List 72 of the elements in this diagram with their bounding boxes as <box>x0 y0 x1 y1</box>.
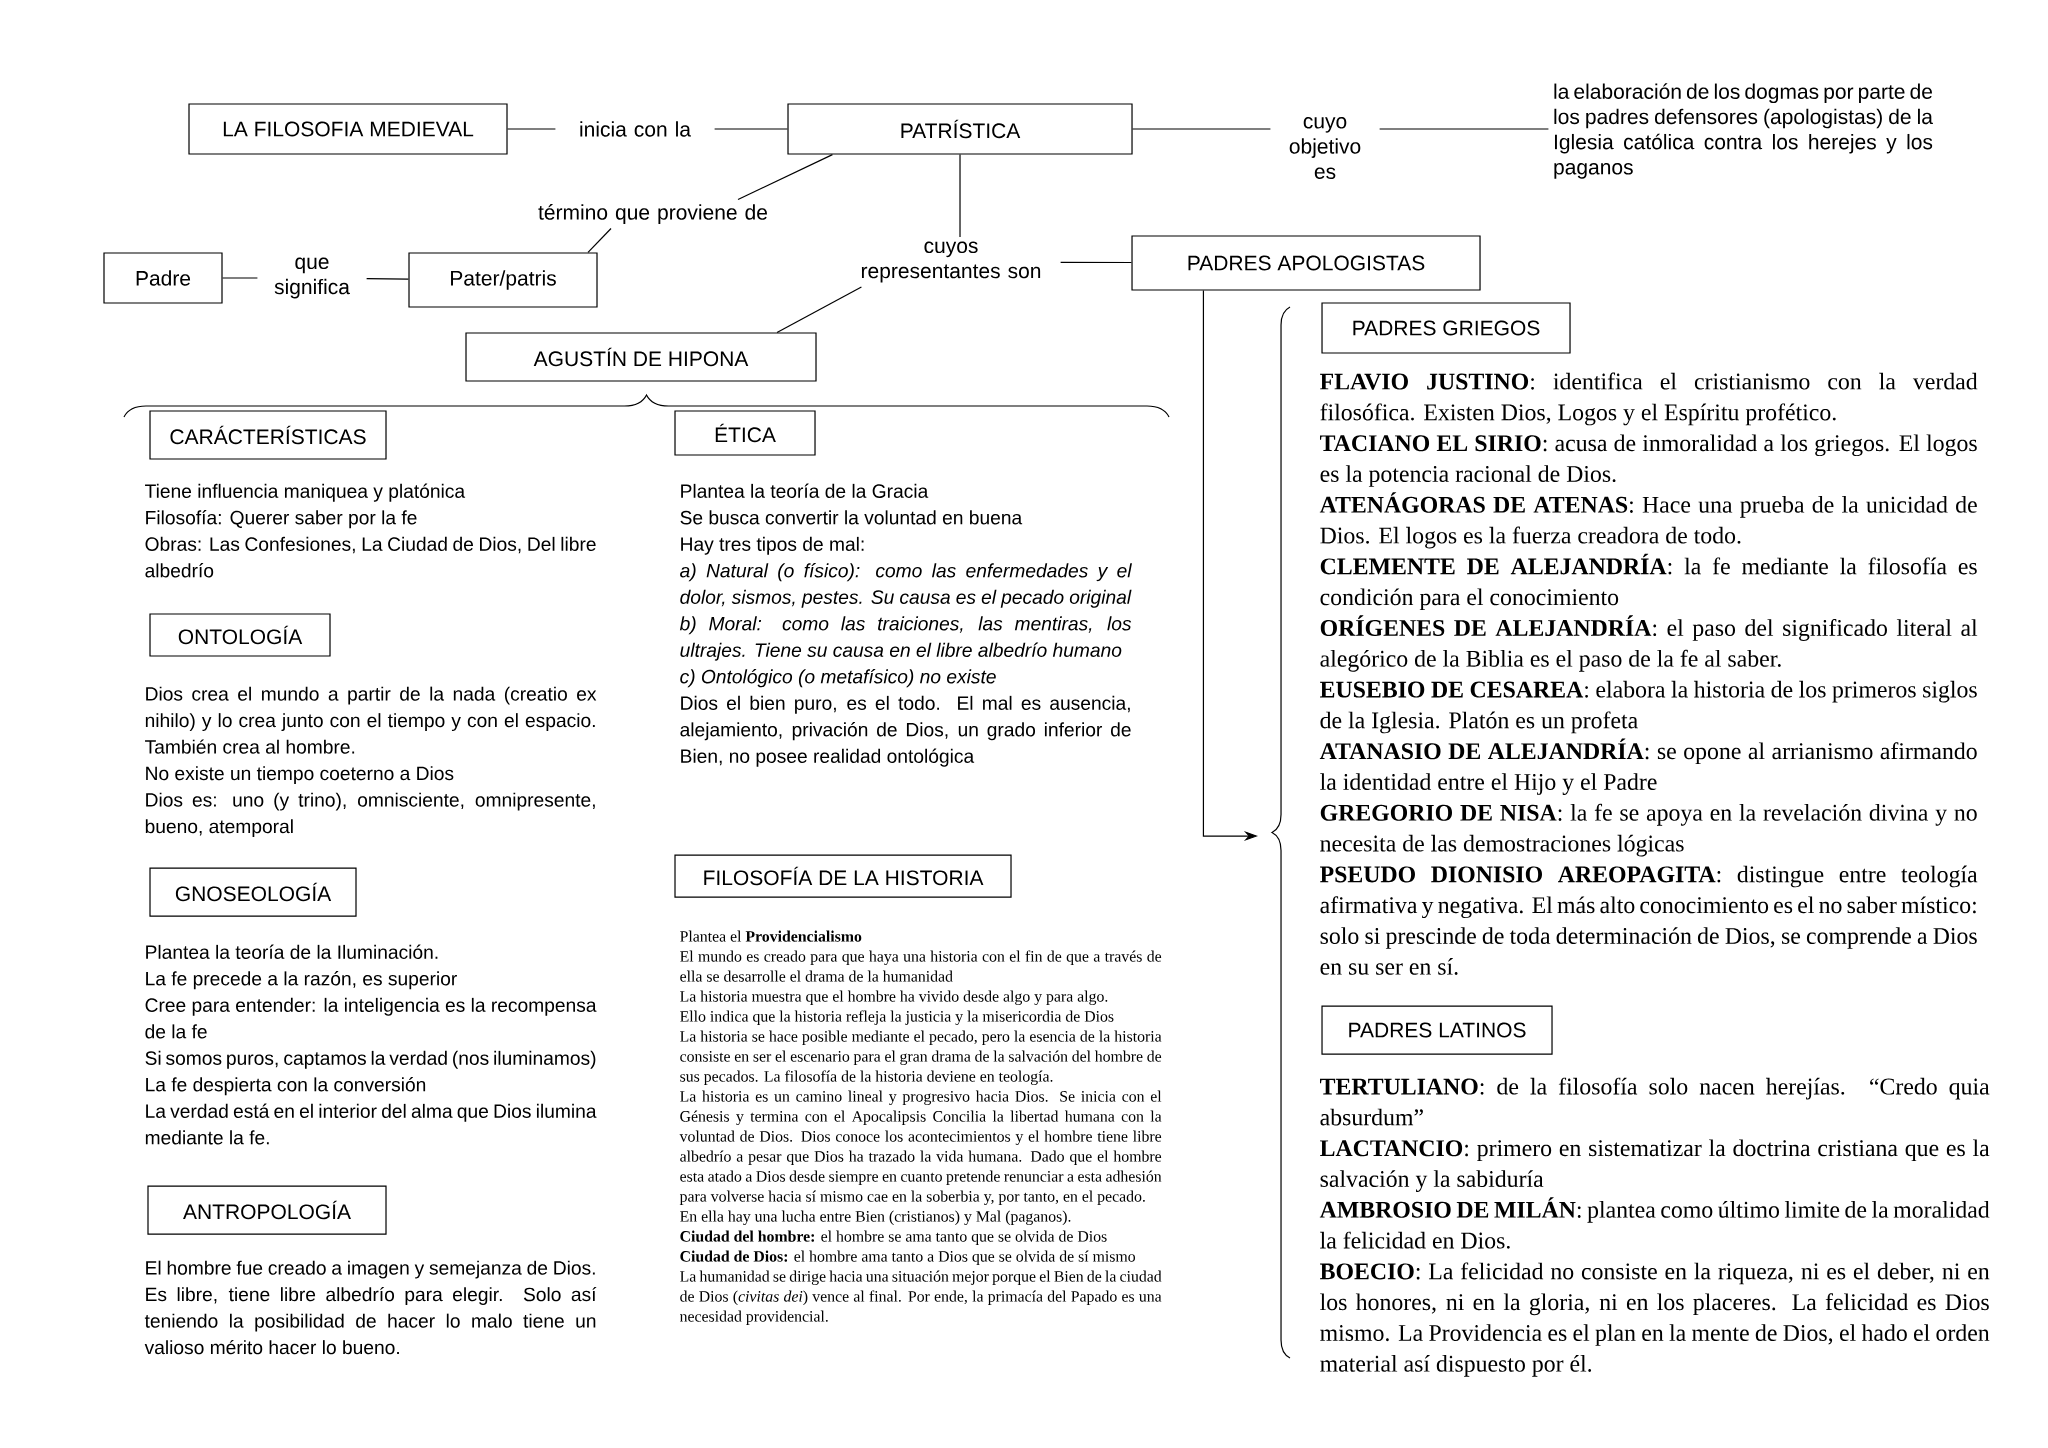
body-text: TERTULIANO: de la filosofía solo nacen herejías. “Credo quia absurdum” <box>1320 1077 1990 1126</box>
body-text: ORÍGENES DE ALEJANDRÍA: el paso del significado literal al alegórico de la Biblia es el paso de la fe al saber. <box>1320 615 1978 672</box>
linking-text: término que proviene de <box>538 204 767 224</box>
body-text: Si somos puros, captamos la verdad (nos iluminamos) <box>145 1050 596 1069</box>
body-text: No existe un tiempo coeterno a Dios <box>146 766 454 784</box>
concept-box: LA FILOSOFIA MEDIEVAL <box>188 103 508 155</box>
concept-box: ANTROPOLOGÍA <box>147 1185 387 1235</box>
concept-box: PADRES LATINOS <box>1321 1005 1553 1055</box>
linking-text: que significa <box>274 257 350 299</box>
body-text: En ella hay una lucha entre Bien (cristianos) y Mal (paganos). <box>680 1210 1071 1225</box>
connector-line <box>587 227 612 253</box>
body-text: Ciudad del hombre: el hombre se ama tanto que se olvida de Dios <box>680 1230 1107 1245</box>
body-text: AMBROSIO DE MILÁN: plantea como último limite de la moralidad la felicidad en Dios. <box>1319 1197 1990 1249</box>
linking-text: cuyos representantes son <box>861 241 1041 283</box>
body-text: La historia es un camino lineal y progresivo hacia Dios. Se inicia con el Génesis y termina con el Apocalipsis Concilia la libertad humana con la voluntad de Dios. Dios conoce los acontecimientos y el hombre tiene libre albedrío a pesar que Dios ha trazado la vida humana. Dado que el hombre esta atado a Dios desde siempre en cuanto pretende renunciar a esta adhesión para volverse hacia sí mismo cae en la soberbia y, por tanto, en el pecado. <box>679 1090 1162 1205</box>
body-text: BOECIO: La felicidad no consiste en la riqueza, ni es el deber, ni en los honores, ni en la gloria, ni en los placeres. La felicidad es Dios mismo. La Providencia es el plan en la mente de Dios, el hado el orden material así dispuesto por él. <box>1320 1262 1990 1377</box>
body-text: TACIANO EL SIRIO: acusa de inmoralidad a los griegos. El logos es la potencia racional de Dios. <box>1320 434 1977 487</box>
body-text: La fe precede a la razón, es superior <box>146 971 457 990</box>
connector-line <box>366 278 409 280</box>
connector-line <box>714 128 788 130</box>
concept-box: PATRÍSTICA <box>787 103 1133 155</box>
connector-line <box>1132 128 1271 130</box>
concept-box: AGUSTÍN DE HIPONA <box>465 332 817 382</box>
connector-line <box>1060 261 1132 264</box>
body-text: PSEUDO DIONISIO AREOPAGITA: distingue entre teología afirmativa y negativa. El más alto conocimiento es el no saber místico: solo si prescinde de toda determinación de Dios, se comprende a Dios en su ser en sí. <box>1320 865 1978 975</box>
connector-line <box>222 277 258 279</box>
body-text: Hay tres tipos de mal: <box>681 536 864 555</box>
body-text: Plantea la teoría de la Gracia <box>681 483 929 498</box>
body-text: Dios es: uno (y trino), omnisciente, omnipresente, bueno, atemporal <box>145 792 595 837</box>
body-text: La historia muestra que el hombre ha vivido desde algo y para algo. <box>680 990 1108 1005</box>
body-text: Ello indica que la historia refleja la justicia y la misericordia de Dios <box>680 1010 1114 1025</box>
connector-line <box>1379 128 1549 130</box>
linking-text: cuyo objetivo es <box>1289 117 1361 179</box>
body-text: GREGORIO DE NISA: la fe se apoya en la revelación divina y no necesita de las demostraciones lógicas <box>1320 803 1977 857</box>
body-text: Filosofía: Querer saber por la fe <box>146 510 417 529</box>
body-text: EUSEBIO DE CESAREA: elabora la historia de los primeros siglos de la Iglesia. Platón es un profeta <box>1320 680 1977 734</box>
concept-box: Padre <box>103 252 223 304</box>
connector-line <box>959 154 961 238</box>
body-text: c) Ontológico (o metafísico) no existe <box>680 669 996 688</box>
concept-box: ONTOLOGÍA <box>149 613 331 657</box>
concept-box: GNOSEOLOGÍA <box>149 867 357 917</box>
body-text: Obras: Las Confesiones, La Ciudad de Dios, Del libre albedrío <box>145 536 596 578</box>
body-text: El hombre fue creado a imagen y semejanza de Dios. Es libre, tiene libre albedrío para elegir. Solo así teniendo la posibilidad de hacer lo malo tiene un valioso mérito hacer lo bueno. <box>144 1260 597 1355</box>
concept-box: CARÁCTERÍSTICAS <box>149 410 387 460</box>
body-text: El mundo es creado para que haya una historia con el fin de que a través de ella se desarrolle el drama de la humanidad <box>680 950 1162 982</box>
body-text: FLAVIO JUSTINO: identifica el cristianismo con la verdad filosófica. Existen Dios, Logos y el Espíritu profético. <box>1320 372 1978 426</box>
connector-line <box>776 286 862 334</box>
body-text: La verdad está en el interior del alma que Dios ilumina mediante la fe. <box>145 1103 597 1145</box>
body-text: Plantea el Providencialismo <box>680 930 862 942</box>
concept-box: PADRES APOLOGISTAS <box>1131 235 1481 291</box>
concept-box: PADRES GRIEGOS <box>1321 302 1571 354</box>
body-text: Plantea la teoría de la Iluminación. <box>146 944 438 959</box>
body-text: Cree para entender: la inteligencia es la recompensa de la fe <box>145 997 597 1039</box>
body-text: ATENÁGORAS DE ATENAS: Hace una prueba de la unicidad de Dios. El logos es la fuerza creadora de todo. <box>1319 492 1977 549</box>
body-text: La humanidad se dirige hacia una situación mejor porque el Bien de la ciudad de Dios (civitas dei) vence al final. Por ende, la primacía del Papado es una necesidad providencial. <box>680 1270 1162 1325</box>
linking-text: inicia con la <box>580 121 691 137</box>
body-text: Ciudad de Dios: el hombre ama tanto a Dios que se olvida de sí mismo <box>680 1250 1136 1265</box>
body-text: Dios el bien puro, es el todo. El mal es ausencia, alejamiento, privación de Dios, un grado inferior de Bien, no posee realidad ontológica <box>680 695 1131 767</box>
body-text: ATANASIO DE ALEJANDRÍA: se opone al arrianismo afirmando la identidad entre el Hijo y el Padre <box>1319 738 1977 795</box>
body-text: Tiene influencia maniquea y platónica <box>145 483 466 502</box>
body-text: Dios crea el mundo a partir de la nada (creatio ex nihilo) y lo crea junto con el tiempo y con el espacio. También crea al hombre. <box>145 686 597 754</box>
connector-line <box>737 154 833 201</box>
connector-line <box>507 128 556 130</box>
concept-box: FILOSOFÍA DE LA HISTORIA <box>674 854 1012 898</box>
linking-text: la elaboración de los dogmas por parte de los padres defensores (apologistas) de la Iglesia católica contra los herejes y los paganos <box>1554 83 1933 179</box>
body-text: LACTANCIO: primero en sistematizar la doctrina cristiana que es la salvación y la sabiduría <box>1320 1139 1990 1192</box>
body-text: La historia se hace posible mediante el pecado, pero la esencia de la historia consiste en ser el escenario para el gran drama de la salvación del hombre de sus pecados. La filosofía de la historia deviene en teología. <box>680 1030 1162 1085</box>
concept-box: Pater/patris <box>408 252 598 308</box>
concept-box: ÉTICA <box>674 410 816 456</box>
body-text: CLEMENTE DE ALEJANDRÍA: la fe mediante la filosofía es condición para el conocimiento <box>1320 553 1977 611</box>
body-text: Se busca convertir la voluntad en buena <box>680 510 1023 525</box>
body-text: La fe despierta con la conversión <box>146 1077 426 1096</box>
